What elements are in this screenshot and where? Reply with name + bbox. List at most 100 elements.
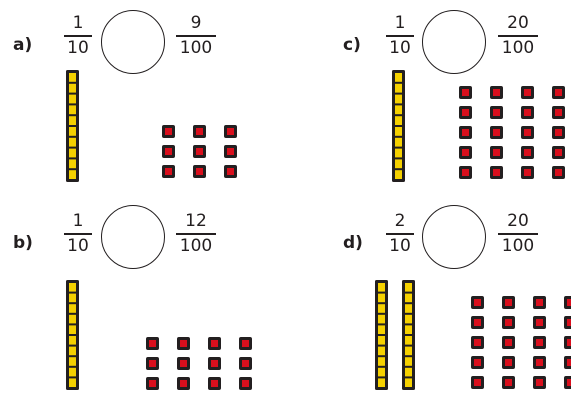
- hundredth-cube: [208, 337, 221, 350]
- hundredth-cube: [533, 316, 546, 329]
- tenths-rods: [392, 70, 405, 182]
- hundredth-cube: [564, 296, 571, 309]
- left-denominator: 10: [67, 235, 89, 256]
- problem-c: c) 1 10 20 100: [285, 0, 571, 198]
- right-denominator: 100: [179, 235, 213, 256]
- problem-d: d) 2 10 20 100: [285, 198, 571, 397]
- problem-label: d): [343, 233, 363, 253]
- hundredth-cube: [552, 126, 565, 139]
- hundredth-cube: [162, 145, 175, 158]
- left-fraction: 2 10: [386, 213, 414, 255]
- fraction-bar: [386, 233, 414, 235]
- right-fraction: 12 100: [176, 213, 216, 255]
- fraction-bar: [176, 35, 216, 37]
- right-fraction: 20 100: [498, 213, 538, 255]
- hundredth-cube: [502, 376, 515, 389]
- comparison-answer-circle[interactable]: [101, 10, 165, 74]
- tenths-rods: [66, 280, 79, 390]
- hundredth-cube: [502, 356, 515, 369]
- left-numerator: 1: [394, 13, 406, 33]
- hundredth-cube: [490, 166, 503, 179]
- right-denominator: 100: [179, 37, 213, 58]
- tenth-rod: [375, 280, 388, 390]
- hundredth-cube: [502, 316, 515, 329]
- problem-a: a) 1 10 9 100: [0, 0, 285, 198]
- hundredth-cube: [471, 356, 484, 369]
- problem-b: b) 1 10 12 100: [0, 198, 285, 397]
- left-numerator: 1: [72, 211, 84, 231]
- hundredth-cube: [146, 377, 159, 390]
- base-ten-manipulatives: [392, 70, 565, 182]
- tenths-rods: [375, 280, 415, 390]
- comparison-answer-circle[interactable]: [101, 205, 165, 269]
- hundredth-cube: [193, 145, 206, 158]
- hundredth-cube: [521, 126, 534, 139]
- tenth-rod: [392, 70, 405, 182]
- hundredth-cube: [564, 316, 571, 329]
- fraction-bar: [176, 233, 216, 235]
- fraction-bar: [64, 35, 92, 37]
- hundredth-cube: [533, 296, 546, 309]
- right-denominator: 100: [501, 37, 535, 58]
- hundredth-cube: [459, 146, 472, 159]
- comparison-answer-circle[interactable]: [422, 205, 486, 269]
- hundredth-cube: [521, 166, 534, 179]
- left-fraction: 1 10: [64, 213, 92, 255]
- hundredth-cube: [224, 165, 237, 178]
- problem-label: b): [13, 233, 33, 253]
- hundredth-cube: [564, 356, 571, 369]
- hundredth-cube: [208, 377, 221, 390]
- hundredth-cube: [564, 336, 571, 349]
- hundredth-cube: [471, 376, 484, 389]
- hundredth-cube: [162, 165, 175, 178]
- right-numerator: 9: [190, 13, 202, 33]
- fraction-bar: [498, 35, 538, 37]
- tenth-rod: [66, 280, 79, 390]
- left-fraction: 1 10: [386, 15, 414, 57]
- hundredth-cube: [521, 146, 534, 159]
- fraction-bar: [64, 233, 92, 235]
- hundredth-cube: [177, 337, 190, 350]
- hundredth-cube: [224, 145, 237, 158]
- hundredth-cube: [459, 166, 472, 179]
- hundredth-cube: [471, 296, 484, 309]
- hundredth-cube: [239, 357, 252, 370]
- hundredth-cube: [502, 296, 515, 309]
- hundredth-cube: [502, 336, 515, 349]
- right-numerator: 12: [185, 211, 207, 231]
- hundredth-cube: [146, 337, 159, 350]
- hundredth-cube: [239, 337, 252, 350]
- problem-label: c): [343, 35, 361, 55]
- comparison-answer-circle[interactable]: [422, 10, 486, 74]
- left-numerator: 2: [394, 211, 406, 231]
- base-ten-manipulatives: [375, 280, 571, 390]
- hundredth-cube: [193, 125, 206, 138]
- base-ten-manipulatives: [66, 70, 237, 182]
- hundredth-cube: [552, 106, 565, 119]
- hundredth-cube: [490, 126, 503, 139]
- hundredth-cube: [459, 106, 472, 119]
- hundredth-cube: [490, 106, 503, 119]
- hundredth-cube: [533, 376, 546, 389]
- left-fraction: 1 10: [64, 15, 92, 57]
- hundredth-cube: [459, 86, 472, 99]
- right-denominator: 100: [501, 235, 535, 256]
- left-denominator: 10: [389, 235, 411, 256]
- hundredth-cube: [459, 126, 472, 139]
- hundredth-cube: [564, 376, 571, 389]
- hundredth-cube: [162, 125, 175, 138]
- hundredth-cube: [521, 106, 534, 119]
- hundredth-cube: [533, 336, 546, 349]
- problem-label: a): [13, 35, 33, 55]
- right-numerator: 20: [507, 13, 529, 33]
- left-denominator: 10: [67, 37, 89, 58]
- left-denominator: 10: [389, 37, 411, 58]
- hundredth-cube: [193, 165, 206, 178]
- hundredth-cube: [239, 377, 252, 390]
- right-fraction: 20 100: [498, 15, 538, 57]
- right-numerator: 20: [507, 211, 529, 231]
- hundredth-cube: [490, 146, 503, 159]
- hundredth-cube: [552, 146, 565, 159]
- tenth-rod: [66, 70, 79, 182]
- right-fraction: 9 100: [176, 15, 216, 57]
